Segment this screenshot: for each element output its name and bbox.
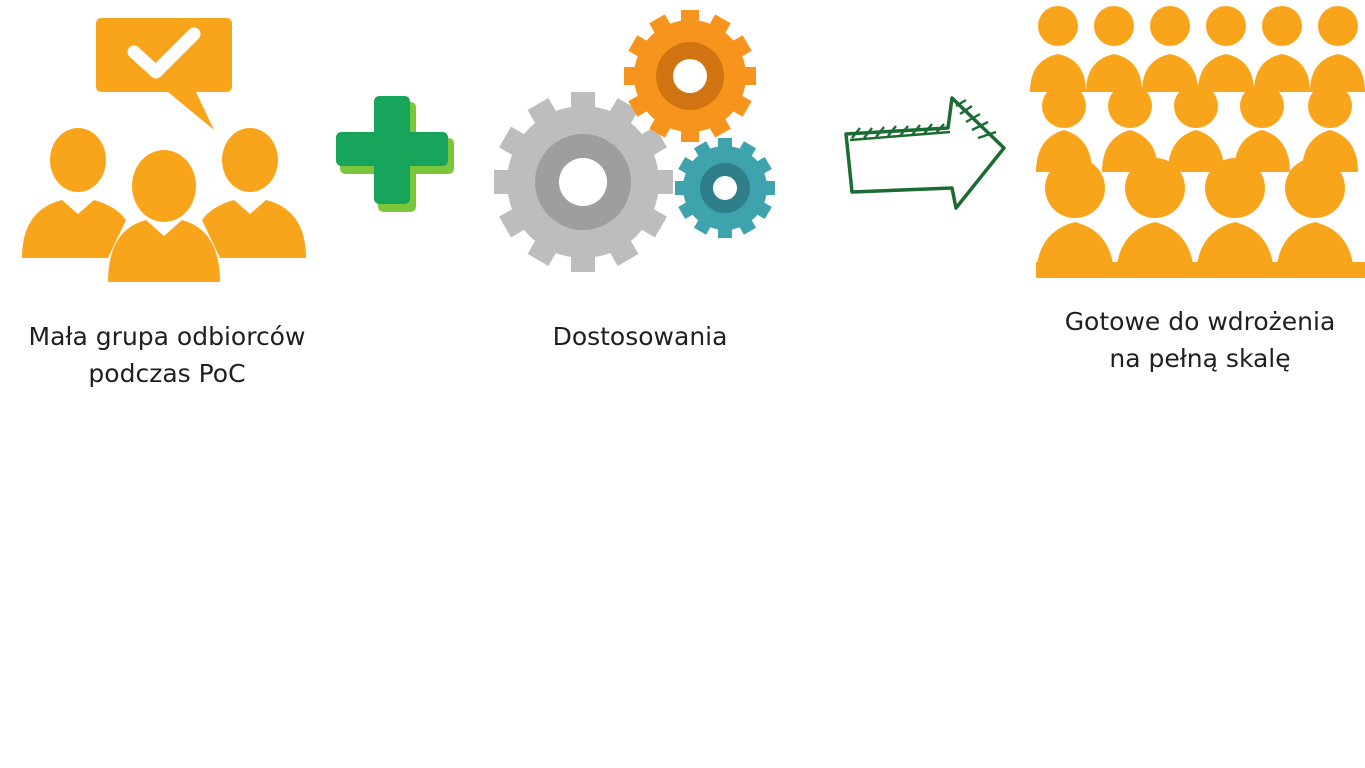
step-5-label: Gotowe do wdrożenia na pełną skalę [1064, 307, 1336, 373]
small-group-feedback-icon [22, 18, 306, 282]
crowd-icon [1030, 6, 1365, 278]
gears-icon [494, 10, 775, 272]
arrow-right-icon [844, 96, 1006, 210]
plus-icon [336, 96, 454, 212]
step-1-label: Mała grupa odbiorców podczas PoC [28, 322, 306, 388]
step-3-label: Dostosowania [552, 322, 728, 351]
